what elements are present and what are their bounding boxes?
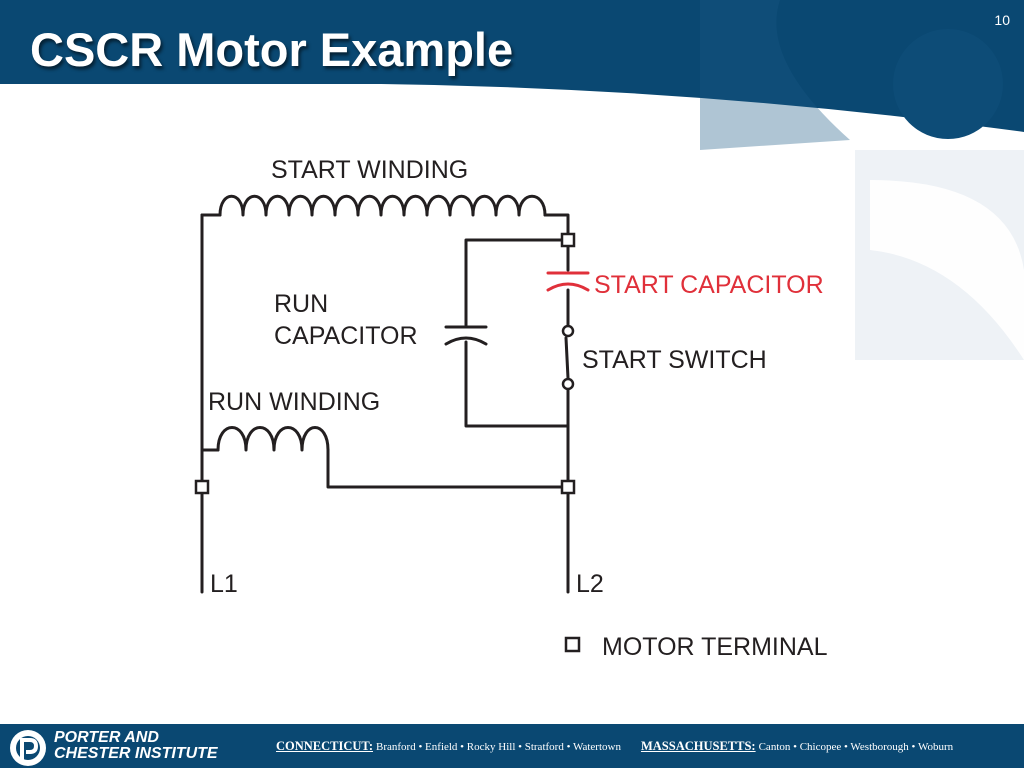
pci-logo-icon	[10, 730, 46, 766]
legend-terminal-symbol	[564, 636, 581, 653]
region-massachusetts: MASSACHUSETTS:	[640, 739, 756, 753]
brand-name: PORTER AND CHESTER INSTITUTE	[54, 730, 218, 762]
label-l2: L2	[576, 570, 604, 598]
wire-run-winding-right	[326, 448, 564, 489]
start-switch-contact-bottom	[561, 377, 575, 391]
motor-terminal-right	[560, 479, 576, 495]
wire-start-winding-right	[543, 213, 570, 236]
label-run-capacitor-line2: CAPACITOR	[274, 322, 418, 350]
run-capacitor-plate-bottom	[444, 336, 488, 346]
start-winding-coil	[218, 194, 547, 217]
start-capacitor-plate-bottom	[546, 282, 590, 292]
slide-title: CSCR Motor Example	[30, 23, 514, 76]
run-winding-coil	[216, 426, 330, 452]
label-run-winding: RUN WINDING	[208, 388, 380, 416]
brand-line-2: CHESTER INSTITUTE	[54, 745, 218, 762]
label-legend-motor-terminal: MOTOR TERMINAL	[602, 633, 828, 661]
label-run-capacitor-line1: RUN	[274, 290, 328, 318]
label-start-switch: START SWITCH	[582, 346, 767, 374]
motor-terminal-top-right	[560, 232, 576, 248]
brand-line-1: PORTER AND	[54, 729, 159, 746]
towns-massachusetts: Canton • Chicopee • Westborough • Woburn	[758, 741, 954, 753]
label-l1: L1	[210, 570, 238, 598]
label-start-capacitor: START CAPACITOR	[594, 271, 824, 299]
start-switch-blade	[564, 336, 570, 380]
wire-run-cap-top	[464, 238, 564, 327]
start-switch-contact-top	[561, 324, 575, 338]
wire-run-cap-bottom	[464, 340, 570, 428]
footer-bar: PORTER AND CHESTER INSTITUTE CONNECTICUT…	[0, 724, 1024, 768]
region-connecticut: CONNECTICUT:	[276, 739, 373, 753]
towns-connecticut: Branford • Enfield • Rocky Hill • Stratf…	[376, 741, 621, 753]
campus-locations: CONNECTICUT: Branford • Enfield • Rocky …	[276, 739, 953, 754]
header-banner	[0, 0, 1024, 132]
page-number: 10	[994, 12, 1010, 28]
label-start-winding: START WINDING	[271, 156, 468, 184]
motor-terminal-left	[194, 479, 210, 495]
